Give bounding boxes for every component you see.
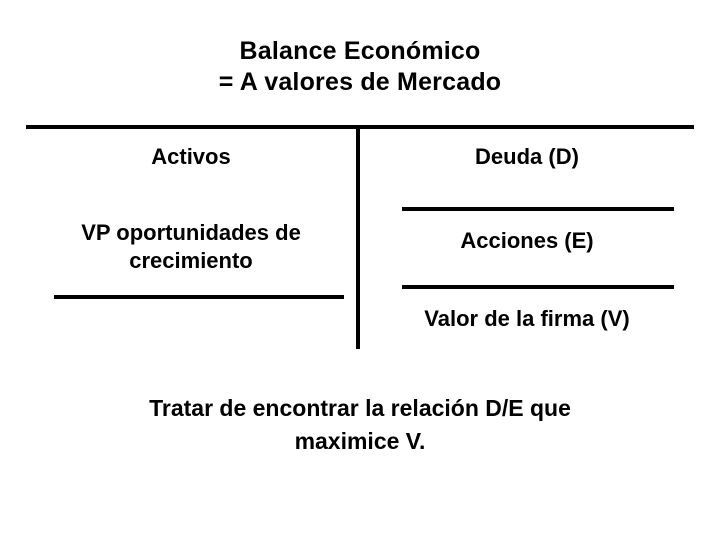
liabilities-column: Deuda (D) Acciones (E) Valor de la firma… <box>360 125 694 360</box>
assets-item-line-2: crecimiento <box>129 248 253 273</box>
footer-note: Tratar de encontrar la relación D/E que … <box>0 392 720 458</box>
footer-line-2: maximice V. <box>294 428 426 454</box>
debt-bottom-rule <box>402 207 674 211</box>
sheet-top-rule <box>26 125 694 129</box>
assets-item-line-1: VP oportunidades de <box>81 220 301 245</box>
sheet-vertical-divider <box>356 125 360 349</box>
assets-heading: Activos <box>151 144 231 169</box>
assets-item-growth-opportunities: VP oportunidades de crecimiento <box>26 219 356 275</box>
title-line-2: = A valores de Mercado <box>218 68 502 96</box>
equity-item: Acciones (E) <box>460 228 594 253</box>
page-title: Balance Económico = A valores de Mercado <box>0 36 720 98</box>
debt-heading: Deuda (D) <box>475 144 579 169</box>
assets-column: Activos VP oportunidades de crecimiento <box>26 125 356 360</box>
balance-sheet: Activos VP oportunidades de crecimiento … <box>26 125 694 360</box>
firm-value-total: Valor de la firma (V) <box>424 306 630 331</box>
footer-line-1: Tratar de encontrar la relación D/E que <box>149 395 571 421</box>
assets-bottom-rule <box>54 295 344 299</box>
equity-bottom-rule <box>402 285 674 289</box>
title-line-1: Balance Económico <box>239 37 481 65</box>
